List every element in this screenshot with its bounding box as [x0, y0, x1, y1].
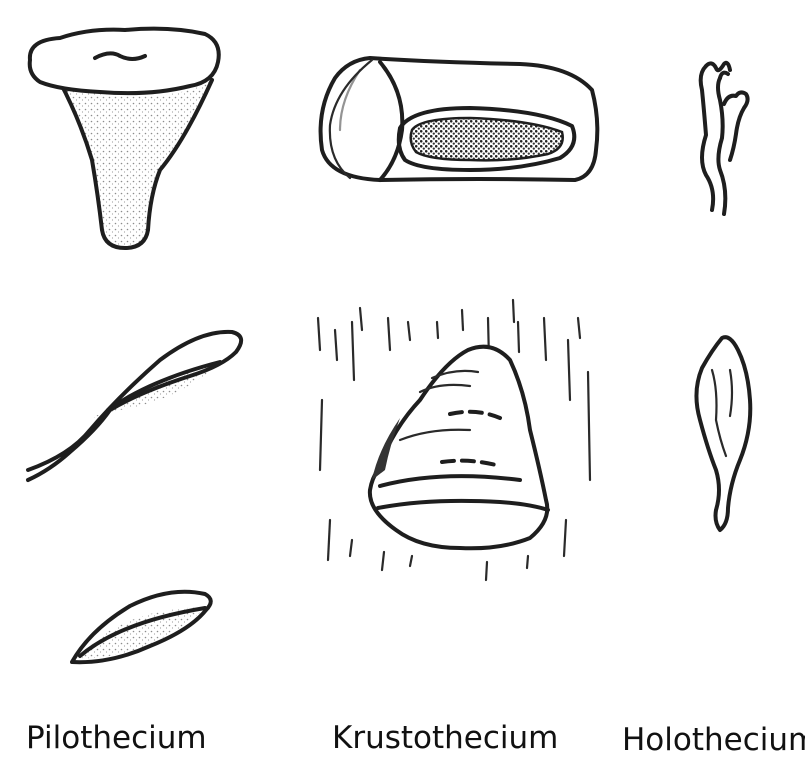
- pilothecium-shelf-drawing: [28, 332, 241, 480]
- krustothecium-bracket-drawing: [318, 300, 590, 580]
- holothecium-label: Holothecium: [622, 722, 805, 758]
- holothecium-coral-drawing: [701, 63, 748, 214]
- holothecium-club-drawing: [696, 337, 750, 530]
- pilothecium-small-shelf-drawing: [72, 592, 211, 662]
- krustothecium-label: Krustothecium: [332, 720, 558, 756]
- pilothecium-funnel-drawing: [30, 29, 219, 248]
- pilothecium-label: Pilothecium: [26, 720, 207, 756]
- krustothecium-log-drawing: [321, 58, 598, 180]
